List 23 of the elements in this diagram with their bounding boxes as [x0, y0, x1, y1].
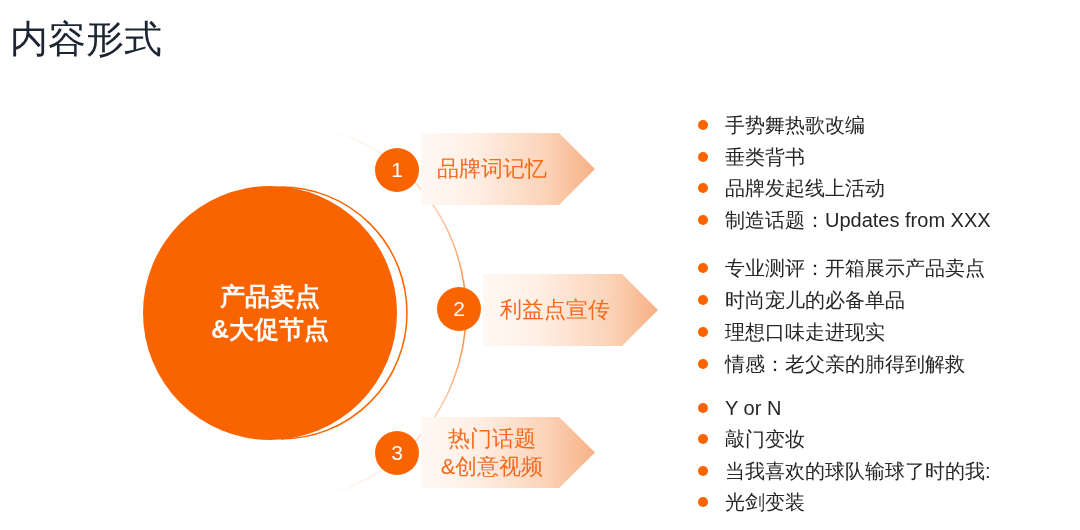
banner-label: 热门话题&创意视频 — [439, 424, 545, 481]
list-item: 制造话题：Updates from XXX — [725, 208, 991, 233]
arrow-banner — [421, 133, 595, 205]
step-number: 2 — [437, 287, 481, 331]
list-item: 垂类背书 — [725, 145, 805, 170]
list-item: 情感：老父亲的肺得到解救 — [725, 352, 965, 377]
list-item: 当我喜欢的球队输球了时的我: — [725, 459, 991, 484]
circle-label: 产品卖点&大促节点 — [209, 281, 331, 345]
arrow-banner — [421, 417, 595, 488]
slide-title: 内容形式 — [10, 17, 162, 62]
banner-label: 品牌词记忆 — [436, 155, 548, 183]
list-item: 敲门变妆 — [725, 427, 805, 452]
list-item: 手势舞热歌改编 — [725, 113, 865, 138]
step-number: 1 — [375, 148, 419, 192]
list-item: 专业测评：开箱展示产品卖点 — [725, 256, 985, 281]
list-item: Y or N — [725, 396, 782, 421]
banner-label: 利益点宣传 — [499, 296, 611, 324]
list-item: 光剑变装 — [725, 490, 805, 515]
arrow-banner — [483, 274, 658, 346]
list-item: 时尚宠儿的必备单品 — [725, 288, 905, 313]
list-item: 品牌发起线上活动 — [725, 176, 885, 201]
step-number: 3 — [375, 431, 419, 475]
list-item: 理想口味走进现实 — [725, 320, 885, 345]
